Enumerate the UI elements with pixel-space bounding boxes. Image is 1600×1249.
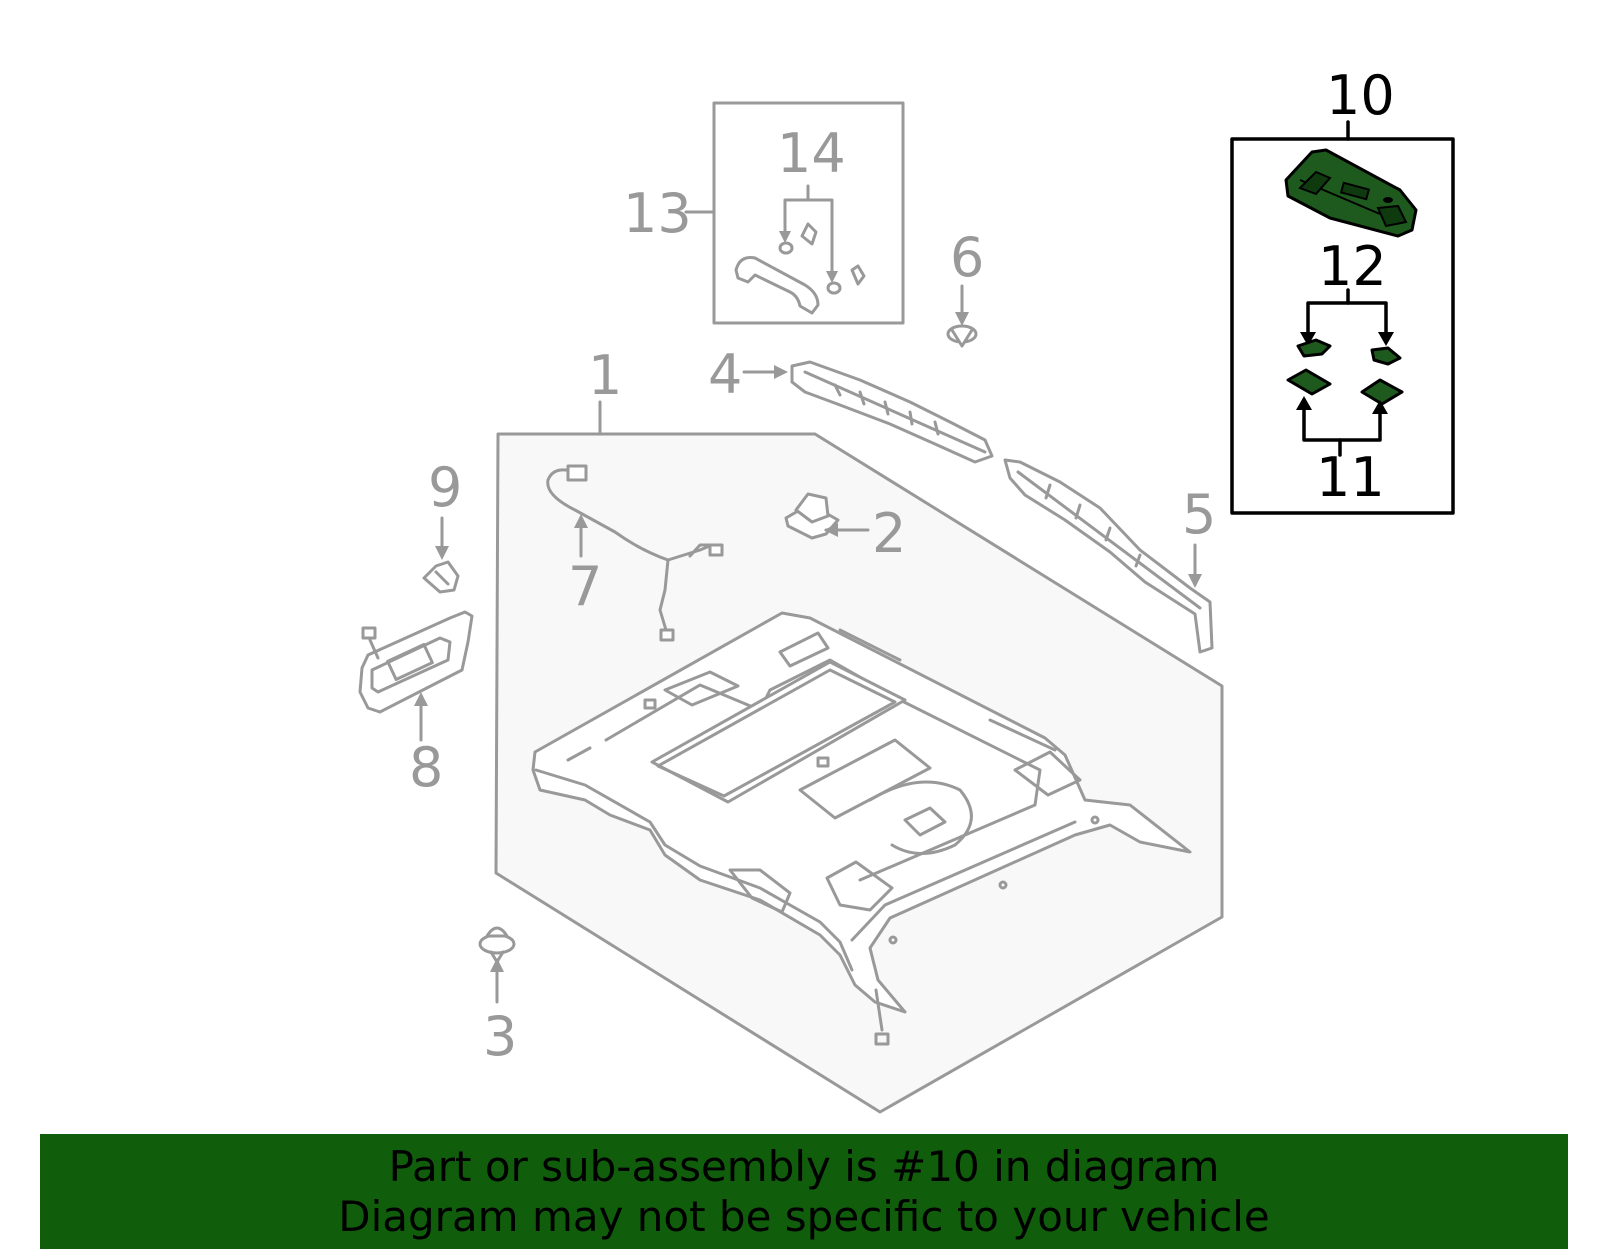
info-banner-background xyxy=(40,1134,1568,1249)
label-part-6: 6 xyxy=(950,226,984,289)
banner-line-1: Part or sub-assembly is #10 in diagram xyxy=(388,1141,1220,1191)
label-part-8: 8 xyxy=(409,736,443,799)
lamp-bulb-left xyxy=(1296,338,1332,358)
label-part-4: 4 xyxy=(708,343,742,406)
dome-lamp-box-outline xyxy=(1230,137,1455,515)
part-3-push-clip: 3 xyxy=(478,926,517,1068)
label-part-11: 11 xyxy=(1316,446,1385,509)
label-part-14: 14 xyxy=(777,122,846,185)
dome-lamp-assembly xyxy=(1284,148,1418,238)
label-part-2: 2 xyxy=(872,502,906,565)
part-10-dome-lamp-box: 10 12 11 xyxy=(1230,64,1455,515)
headliner-panel xyxy=(531,611,1192,1046)
lamp-lens-right xyxy=(1360,378,1404,406)
label-part-10: 10 xyxy=(1326,64,1395,127)
banner-line-2: Diagram may not be specific to your vehi… xyxy=(338,1191,1270,1241)
label-part-7: 7 xyxy=(568,555,602,618)
part-8-sun-visor: 8 xyxy=(358,610,474,799)
part-5-rear-rail-trim: 5 xyxy=(1003,458,1216,654)
part-6-clip: 6 xyxy=(946,226,984,348)
label-part-9: 9 xyxy=(428,456,462,519)
assist-grip-handle xyxy=(734,256,820,315)
part-2-bracket: 2 xyxy=(784,492,906,565)
label-part-12: 12 xyxy=(1318,235,1387,298)
part-13-assist-grip-box: 13 14 xyxy=(623,101,905,325)
label-part-3: 3 xyxy=(483,1005,517,1068)
label-part-1: 1 xyxy=(588,344,622,407)
headliner-assembly-group: 1 xyxy=(494,344,1224,1114)
label-part-5: 5 xyxy=(1182,483,1216,546)
part-4-front-rail-trim: 4 xyxy=(708,343,994,464)
part-7-wiring-harness: 7 xyxy=(546,464,724,642)
info-banner: Part or sub-assembly is #10 in diagram D… xyxy=(40,1134,1568,1249)
label-part-13: 13 xyxy=(623,182,692,245)
sunroof-opening xyxy=(650,660,907,804)
lamp-lens-left xyxy=(1286,368,1332,396)
part-9-visor-holder: 9 xyxy=(422,456,462,594)
lamp-bulb-right xyxy=(1370,346,1402,366)
